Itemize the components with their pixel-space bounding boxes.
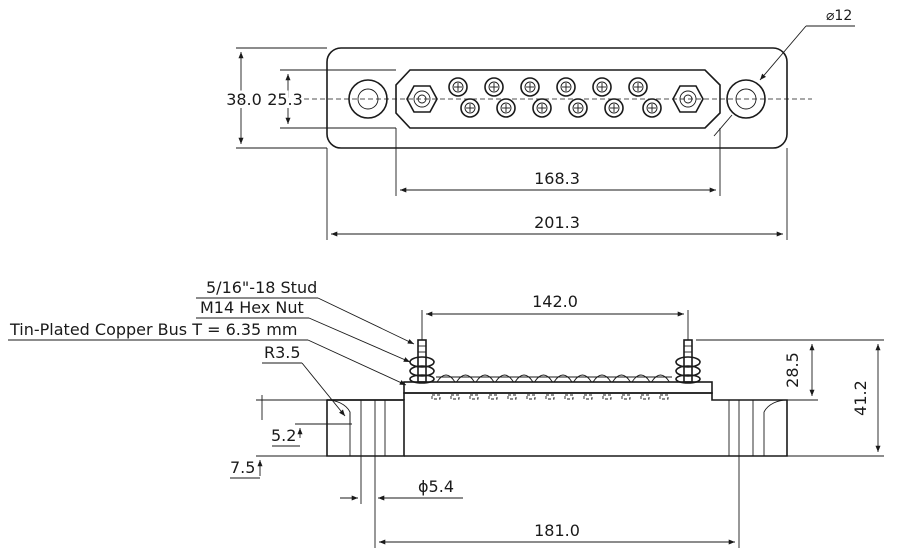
callout-bus: Tin-Plated Copper Bus T = 6.35 mm <box>8 320 407 386</box>
screw-dome-icon <box>475 374 495 383</box>
dim-bus-height-label: 25.3 <box>267 90 303 109</box>
callout-stud: 5/16"-18 Stud <box>196 278 415 345</box>
copper-bus-plate <box>403 381 713 394</box>
screw-dome-icon <box>436 374 456 383</box>
dim-flange-top-label: 5.2 <box>271 426 296 445</box>
screw-dome-icon <box>612 374 631 383</box>
callout-radius-label: R3.5 <box>264 343 301 362</box>
bus-screw-heads <box>436 374 672 383</box>
screw-head-icon <box>604 98 624 118</box>
dim-total-height: 41.2 <box>787 339 884 457</box>
dim-bus-length: 168.3 <box>395 128 721 196</box>
screw-dome-icon <box>534 374 553 383</box>
callout-bus-label: Tin-Plated Copper Bus T = 6.35 mm <box>9 320 297 339</box>
dim-hole-spacing-label: 181.0 <box>534 521 580 540</box>
dim-flange-top: 5.2 <box>256 395 350 447</box>
terminal-block-icon <box>602 394 612 400</box>
terminal-block-icon <box>469 394 479 400</box>
screw-head-icon <box>460 98 480 118</box>
screw-dome-icon <box>495 374 514 383</box>
dim-hole-label: ϕ5.4 <box>418 477 454 496</box>
screw-dome-icon <box>553 374 573 383</box>
screw-head-icon <box>496 98 516 118</box>
screw-head-icon <box>520 77 540 97</box>
terminal-block-icon <box>545 394 555 400</box>
terminal-block-icon <box>488 394 498 400</box>
callout-nut: M14 Hex Nut <box>196 298 411 363</box>
bus-bar-outline <box>395 69 721 129</box>
dim-overall-height-label: 38.0 <box>226 90 262 109</box>
dim-stud-spacing: 142.0 <box>421 292 689 340</box>
mounting-hole-left <box>348 79 388 119</box>
hex-nut-left <box>406 85 438 113</box>
dim-hole-spacing: 181.0 <box>374 456 740 548</box>
screw-head-icon <box>532 98 552 118</box>
top-view: 38.0 25.3 168.3 201.3 ⌀12 <box>223 8 855 240</box>
terminal-block-icon <box>431 394 441 400</box>
screw-head-icon <box>592 77 612 97</box>
terminal-block-icon <box>583 394 593 400</box>
terminal-block-icon <box>507 394 517 400</box>
screw-dome-icon <box>573 374 592 383</box>
bus-terminals <box>431 394 669 400</box>
dim-bus-length-label: 168.3 <box>534 169 580 188</box>
dim-mount-hole: ⌀12 <box>713 8 855 137</box>
terminal-block-icon <box>659 394 669 400</box>
screw-dome-icon <box>514 374 534 383</box>
dim-flange-thickness: 7.5 <box>230 455 327 479</box>
screw-head-icon <box>642 98 662 118</box>
dim-bus-assembly-height: 28.5 <box>696 339 818 401</box>
callout-stud-label: 5/16"-18 Stud <box>206 278 317 297</box>
dim-overall-length: 201.3 <box>326 148 788 240</box>
callout-radius: R3.5 <box>262 343 346 417</box>
dim-flange-thickness-label: 7.5 <box>230 458 255 477</box>
flange-recess-left <box>326 399 386 456</box>
screw-head-icon <box>484 77 504 97</box>
dim-bus-height: 25.3 <box>264 69 396 129</box>
dim-overall-length-label: 201.3 <box>534 213 580 232</box>
flange-recess-right <box>728 399 788 456</box>
dim-mount-hole-label: ⌀12 <box>826 8 852 24</box>
terminal-block-icon <box>640 394 650 400</box>
terminal-screws <box>448 77 662 118</box>
screw-dome-icon <box>592 374 612 383</box>
dim-overall-height: 38.0 <box>223 47 327 149</box>
stud-right <box>675 339 701 384</box>
screw-head-icon <box>448 77 468 97</box>
screw-head-icon <box>556 77 576 97</box>
screw-dome-icon <box>631 374 651 383</box>
dim-total-height-label: 41.2 <box>851 380 870 416</box>
dim-stud-spacing-label: 142.0 <box>532 292 578 311</box>
side-view: 5/16"-18 Stud M14 Hex Nut Tin-Plated Cop… <box>8 278 884 548</box>
terminal-block-icon <box>526 394 536 400</box>
hex-nut-right <box>672 85 704 113</box>
base-plate-outline <box>326 47 788 149</box>
terminal-block-icon <box>564 394 574 400</box>
callout-nut-label: M14 Hex Nut <box>200 298 304 317</box>
mounting-hole-right <box>726 79 766 119</box>
screw-head-icon <box>628 77 648 97</box>
stud-left <box>409 339 435 384</box>
terminal-block-icon <box>450 394 460 400</box>
dim-hole: ϕ5.4 <box>340 456 463 504</box>
terminal-block-icon <box>621 394 631 400</box>
screw-dome-icon <box>456 374 475 383</box>
screw-head-icon <box>568 98 588 118</box>
screw-dome-icon <box>651 374 670 383</box>
dim-bus-assembly-height-label: 28.5 <box>783 352 802 388</box>
